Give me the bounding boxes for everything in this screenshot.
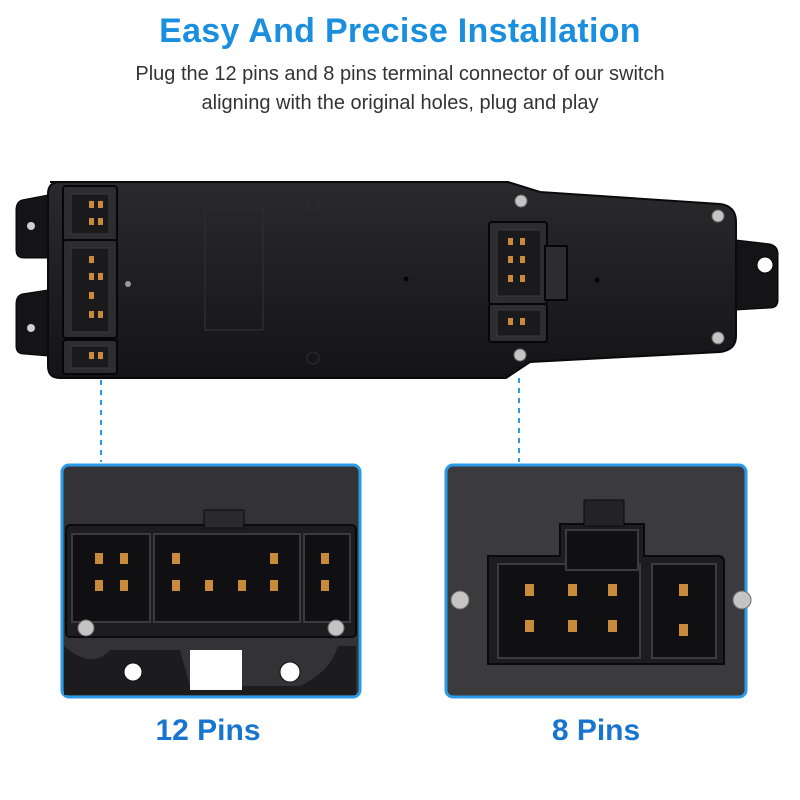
screw-head	[711, 331, 725, 345]
screw-head	[711, 209, 725, 223]
zoom-panel-8-pin	[444, 463, 752, 699]
mount-hole	[756, 256, 774, 274]
screw-head	[327, 619, 345, 637]
connector-12-pin	[62, 185, 118, 375]
subtitle-line-2: aligning with the original holes, plug a…	[201, 92, 599, 114]
switch-housing	[47, 181, 737, 379]
mount-hole	[27, 222, 35, 230]
molding-panel	[204, 209, 264, 331]
window-switch-body	[15, 181, 779, 379]
molding-mark	[306, 351, 320, 365]
center-hole	[594, 277, 600, 283]
page-subtitle: Plug the 12 pins and 8 pins terminal con…	[60, 60, 740, 118]
zoom-panel-12-pin	[60, 463, 362, 699]
pin-contacts-8	[525, 584, 688, 636]
caption-12-pins: 12 Pins	[155, 714, 261, 747]
rivet	[125, 281, 131, 287]
screw-head	[450, 590, 470, 610]
caption-8-pins: 8 Pins	[551, 714, 641, 747]
screw-head	[77, 619, 95, 637]
left-mount-tab-bottom	[15, 289, 49, 357]
screw-head	[732, 590, 752, 610]
right-mount-tab	[735, 239, 779, 311]
screw-head	[514, 194, 528, 208]
pin-contacts-12	[95, 553, 329, 591]
subtitle-line-1: Plug the 12 pins and 8 pins terminal con…	[135, 63, 665, 85]
screw-head	[513, 348, 527, 362]
center-hole	[403, 276, 409, 282]
mount-hole	[27, 324, 35, 332]
connector-8-pin	[488, 221, 568, 343]
molding-mark	[306, 198, 320, 212]
page-title: Easy And Precise Installation	[159, 12, 641, 50]
